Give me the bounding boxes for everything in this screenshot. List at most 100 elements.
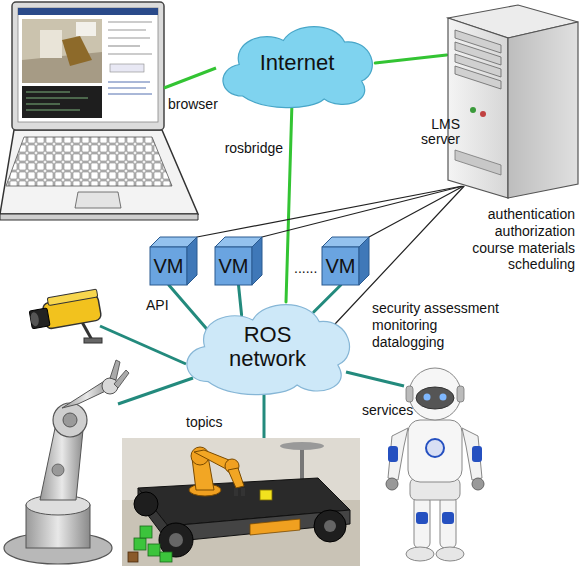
laptop-illustration-part (108, 82, 152, 94)
laptop-illustration-part (75, 192, 121, 208)
laptop-illustration-part (18, 8, 158, 122)
laptop-illustration-part-part (108, 88, 146, 89)
camera-illustration-part (84, 338, 102, 343)
server-tower-part (448, 18, 508, 198)
node-text-box: VM (322, 247, 359, 285)
laptop-illustration-part (22, 19, 102, 83)
kuka-youbot-illustration (122, 438, 360, 566)
server-node: LMS server (398, 4, 579, 200)
cube-front (215, 247, 252, 285)
laptop-illustration-part (12, 2, 164, 130)
laptop-illustration-part-part (108, 45, 140, 46)
laptop-illustration-part-part (108, 94, 152, 95)
kuka-youbot-illustration-part (250, 519, 300, 535)
robot-arm-illustration (4, 360, 129, 564)
server-tower (448, 5, 578, 198)
nao-robot-illustration-part (416, 512, 428, 524)
kuka-youbot-illustration-part (134, 492, 158, 516)
camera-illustration-part-part (30, 312, 40, 327)
server-tower-part (480, 111, 486, 117)
kuka-youbot-illustration-part (148, 544, 160, 556)
robot-links-part (263, 394, 266, 438)
annotation-label: API (146, 297, 176, 314)
kuka-youbot-illustration-part (228, 468, 244, 488)
camera-illustration-part (27, 289, 101, 332)
annotation-label: authentication authorization course mate… (458, 206, 575, 273)
laptop-illustration-part (0, 130, 198, 214)
node-text-box: LMS server (398, 110, 460, 154)
cube-side (252, 237, 262, 285)
nao-robot-illustration-part (472, 478, 484, 490)
connector (314, 285, 341, 312)
annotation-label: security assessment monitoring dataloggi… (372, 300, 512, 350)
cube-side (359, 237, 369, 285)
laptop-illustration-part (6, 137, 172, 186)
kuka-youbot-illustration-part (169, 533, 183, 547)
connector (239, 285, 242, 315)
node-text-box: VM (215, 247, 252, 285)
laptop-illustration-part-part (26, 104, 60, 105)
vm-cube: VM (215, 237, 262, 285)
camera-illustration-part-part (29, 308, 50, 329)
connector (369, 186, 463, 237)
server-tower-part (455, 66, 501, 89)
annotation-label: services (362, 402, 422, 419)
annotation-label: topics (186, 414, 236, 431)
server-outline (398, 4, 579, 200)
camera-illustration-part-part (47, 289, 98, 306)
nao-robot-illustration (386, 368, 484, 561)
robot-arm-illustration-part (52, 464, 64, 476)
server-tower-part (455, 150, 501, 175)
laptop-illustration-part-part (26, 98, 88, 99)
kuka-youbot-illustration-part (160, 552, 172, 562)
nao-robot-illustration-part (386, 478, 398, 490)
kuka-youbot-illustration-part (168, 510, 350, 542)
annotation-label: ...... (294, 260, 320, 277)
nao-robot-illustration-part (406, 547, 434, 561)
nao-robot-illustration-part (462, 428, 482, 480)
robot-arm-illustration-part (110, 360, 120, 380)
nao-robot-illustration-part (440, 394, 447, 401)
nao-robot-illustration-part (426, 439, 444, 457)
laptop-illustration-part-part (108, 53, 152, 54)
nao-robot-illustration-part (424, 394, 431, 401)
edge-label: rosbridge (214, 140, 284, 157)
kuka-youbot-illustration-part (140, 526, 152, 538)
robot-arm-illustration-part (63, 413, 77, 427)
connector (169, 285, 212, 335)
cloud-shape (223, 27, 372, 108)
kuka-youbot-illustration-part (122, 438, 360, 566)
vm-cube: VM (150, 237, 197, 285)
node-text-box: ROS network (195, 309, 340, 385)
nao-robot-illustration-part (408, 420, 462, 482)
nao-robot-illustration-part (440, 496, 456, 548)
robot-links-part (346, 372, 404, 386)
connector (197, 186, 461, 237)
kuka-youbot-illustration-part (324, 520, 336, 532)
kuka-youbot-illustration-part (280, 442, 324, 450)
camera-illustration-part (82, 322, 92, 340)
robot-links-part (100, 326, 186, 364)
laptop-illustration-part (62, 36, 92, 66)
vm-cube: VM (322, 237, 369, 285)
camera-illustration (27, 289, 102, 343)
nao-robot-illustration-part (406, 386, 413, 402)
annotation-label: browser (168, 96, 228, 113)
kuka-youbot-illustration-part (260, 490, 272, 500)
laptop-illustration-part-part (26, 110, 80, 111)
laptop-illustration-part (110, 64, 144, 72)
server-tower-part (470, 107, 476, 113)
nao-robot-illustration-part (436, 547, 464, 561)
laptop-illustration-part-part (108, 21, 152, 22)
laptop-illustration-part (108, 22, 152, 54)
laptop-illustration-part (40, 30, 62, 58)
nao-robot-illustration-part (416, 387, 454, 409)
server-tower-part (508, 22, 578, 198)
node-label: ROS network (218, 323, 318, 371)
laptop-illustration-part (26, 92, 88, 110)
cube-side (187, 237, 197, 285)
connector (286, 105, 292, 302)
connector (262, 186, 462, 237)
nao-robot-illustration-part (472, 446, 482, 462)
nao-robot-illustration-part (414, 496, 430, 548)
